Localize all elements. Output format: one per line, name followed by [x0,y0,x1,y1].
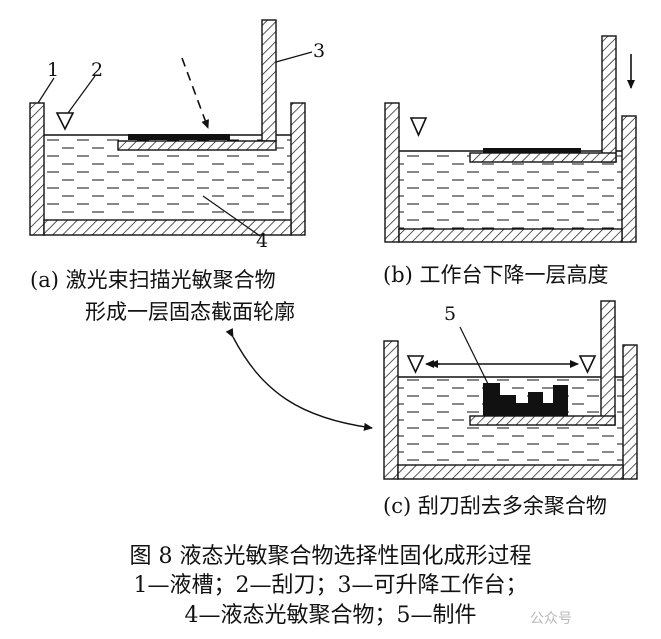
elevator-platform [469,35,617,163]
leader-line [459,326,490,387]
panel-a [29,19,313,237]
vat-walls [383,340,638,480]
panel-a-caption-line2: 形成一层固态截面轮廓 [85,300,295,324]
figure-legend-line1: 1—液槽；2—刮刀；3—可升降工作台； [133,573,528,598]
part-number-1: 1 [47,59,60,81]
cured-layer [128,134,230,140]
connector-curve [225,328,373,431]
recoater-blade-icon [406,355,425,374]
elevator-platform [469,300,616,426]
elevator-platform [117,19,277,151]
part-number-4: 4 [256,230,269,252]
panel-c [383,300,638,480]
part-silhouette [483,383,568,416]
figure-title: 图 8 液态光敏聚合物选择性固化成形过程 [129,544,532,569]
part-number-3: 3 [313,40,326,62]
recoater-blade-icon [55,112,75,131]
part-number-5: 5 [444,303,457,325]
laser-beam [181,57,209,129]
panel-b-caption: (b) 工作台下降一层高度 [383,263,609,287]
cured-layer [483,148,581,153]
vat-liquid [399,151,622,229]
figure-legend-line2: 4—液态光敏聚合物；5—制件 [184,603,477,628]
part-number-2: 2 [91,59,104,81]
panel-c-caption: (c) 刮刀刮去多余聚合物 [383,494,607,518]
panel-b [384,35,637,243]
recoater-blade-icon [578,355,597,374]
recoater-blade-icon [409,117,428,137]
watermark: 公众号 [530,611,572,627]
vat-walls [29,102,306,236]
vat-walls [384,102,637,243]
leader-lines [37,51,313,237]
panel-a-caption-line1: (a) 激光束扫描光敏聚合物 [30,268,276,292]
